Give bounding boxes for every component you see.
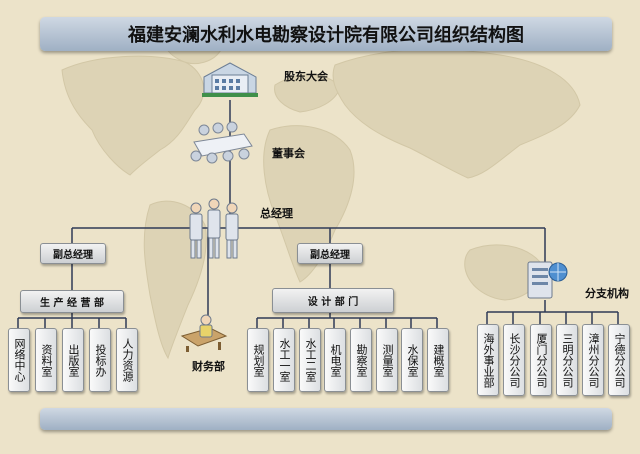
unit-human-resources: 人力资源 bbox=[116, 328, 138, 392]
finance-label: 财务部 bbox=[192, 360, 225, 373]
design-dept-label: 设 计 部 门 bbox=[307, 297, 359, 308]
shareholders-label: 股东大会 bbox=[284, 70, 328, 83]
unit-soil-conservation: 水保室 bbox=[401, 328, 423, 392]
chart-title: 福建安澜水利水电勘察设计院有限公司组织结构图 bbox=[128, 25, 524, 46]
deputy-gm-left: 副总经理 bbox=[40, 243, 106, 264]
unit-ningde: 宁德分公司 bbox=[608, 324, 630, 396]
unit-hydraulic-2: 水工二室 bbox=[299, 328, 321, 392]
deputy-gm-center-label: 副总经理 bbox=[310, 250, 350, 261]
board-label: 董事会 bbox=[272, 147, 305, 160]
unit-archives: 资料室 bbox=[35, 328, 57, 392]
managers-icon bbox=[189, 198, 239, 259]
production-dept: 生 产 经 营 部 bbox=[20, 290, 124, 313]
unit-network-center: 网络中心 bbox=[8, 328, 30, 392]
unit-zhangzhou: 漳州分公司 bbox=[582, 324, 604, 396]
unit-planning: 规划室 bbox=[247, 328, 269, 392]
unit-publishing: 出版室 bbox=[62, 328, 84, 392]
unit-construction-budget: 建概室 bbox=[427, 328, 449, 392]
deputy-gm-left-label: 副总经理 bbox=[53, 250, 93, 261]
server-globe-icon bbox=[527, 261, 568, 299]
unit-hydraulic-1: 水工一室 bbox=[273, 328, 295, 392]
unit-survey: 勘察室 bbox=[350, 328, 372, 392]
unit-changsha: 长沙分公司 bbox=[503, 324, 525, 396]
production-dept-label: 生 产 经 营 部 bbox=[40, 298, 104, 309]
chart-title-banner: 福建安澜水利水电勘察设计院有限公司组织结构图 bbox=[40, 17, 612, 51]
bottom-banner bbox=[40, 408, 612, 430]
unit-overseas: 海外事业部 bbox=[477, 324, 499, 396]
building-icon bbox=[202, 62, 258, 97]
branch-label: 分支机构 bbox=[585, 287, 629, 300]
deputy-gm-center: 副总经理 bbox=[297, 243, 363, 264]
unit-sanming: 三明分公司 bbox=[556, 324, 578, 396]
unit-xiamen: 厦门分公司 bbox=[530, 324, 552, 396]
unit-electromechanical: 机电室 bbox=[324, 328, 346, 392]
desk-worker-icon bbox=[180, 314, 228, 352]
unit-bidding-office: 投标办 bbox=[89, 328, 111, 392]
general-manager-label: 总经理 bbox=[260, 207, 293, 220]
design-dept: 设 计 部 门 bbox=[272, 288, 394, 313]
meeting-table-icon bbox=[190, 121, 253, 164]
unit-measurement: 测量室 bbox=[376, 328, 398, 392]
